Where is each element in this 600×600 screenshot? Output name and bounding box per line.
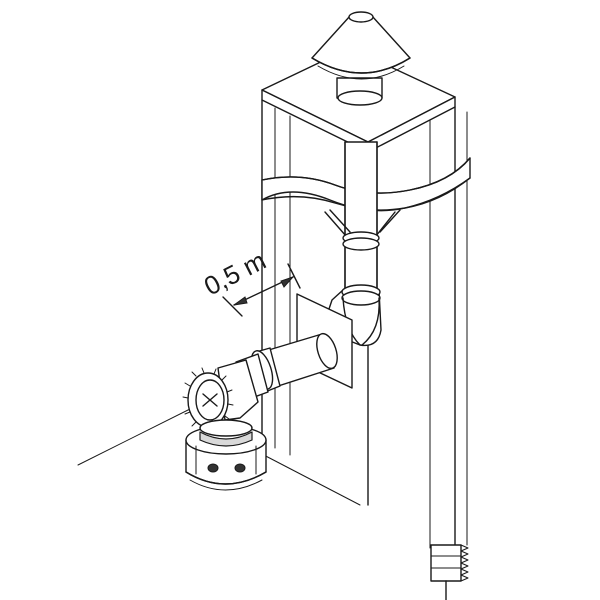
inspection-tee	[182, 359, 259, 432]
vertical-flue-pipe	[324, 141, 401, 293]
dimension-indicator: 0,5 m	[199, 245, 301, 317]
floor-lines	[77, 404, 361, 506]
dimension-arrow-left-icon	[233, 296, 248, 306]
dimension-arrow-right-icon	[280, 275, 295, 288]
dimension-extension-left	[222, 296, 243, 317]
dimension-extension-right	[287, 263, 301, 289]
bottom-grille	[430, 544, 469, 600]
chimney-cap	[311, 11, 411, 106]
boiler-adapter	[185, 419, 267, 491]
